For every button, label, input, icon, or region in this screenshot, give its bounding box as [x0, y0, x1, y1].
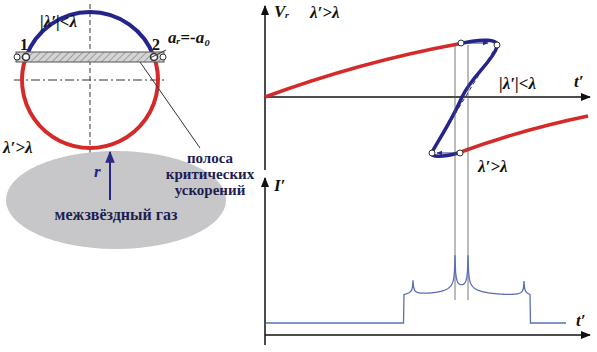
point-number: 2 — [152, 35, 160, 54]
axis-i — [264, 178, 266, 345]
axis-label: Vᵣ — [274, 2, 289, 21]
spectrum-line — [266, 255, 566, 323]
lambda-label: |λ′|<λ — [499, 74, 536, 93]
point-marker — [429, 150, 435, 156]
radius-label: r — [94, 162, 101, 181]
velocity-curve-blue — [432, 40, 498, 156]
axis-line — [90, 4, 91, 158]
node-text-block: межзвёздный газ — [5, 206, 227, 223]
jump-arrow — [437, 153, 454, 154]
acceleration-label: aᵣ=-a₀ — [168, 28, 210, 47]
orbit-arc-blue — [26, 12, 154, 57]
dashed-line — [432, 45, 497, 152]
point-marker — [494, 42, 500, 48]
axis-vr — [264, 6, 266, 170]
lambda-label: λ′>λ — [478, 157, 508, 176]
band-label: полоса критических ускорений — [160, 150, 260, 198]
point-marker — [457, 150, 463, 156]
velocity-curve-red — [458, 116, 588, 153]
band-end — [14, 54, 20, 60]
lambda-label: |λ′|<λ — [40, 12, 77, 31]
axis-label: t′ — [574, 72, 584, 91]
axis-label: I′ — [274, 176, 285, 195]
axis-t — [265, 334, 590, 336]
point-marker — [458, 40, 464, 46]
critical-band — [16, 52, 164, 62]
axis-line — [14, 80, 166, 81]
axis-label: t′ — [576, 311, 586, 330]
leader-line — [140, 62, 200, 148]
orbit-arc-red — [22, 57, 158, 148]
radius-arrow — [109, 152, 111, 200]
point-number: 1 — [20, 35, 28, 54]
velocity-curve-red — [265, 44, 458, 97]
jump-arrow — [468, 43, 488, 44]
lambda-label: λ′>λ — [310, 3, 340, 22]
axis-t — [265, 96, 590, 98]
lambda-label: λ′>λ — [3, 138, 33, 157]
point-marker — [23, 54, 30, 61]
node-label: межзвёздный газ — [5, 206, 227, 223]
band-end — [160, 54, 166, 60]
